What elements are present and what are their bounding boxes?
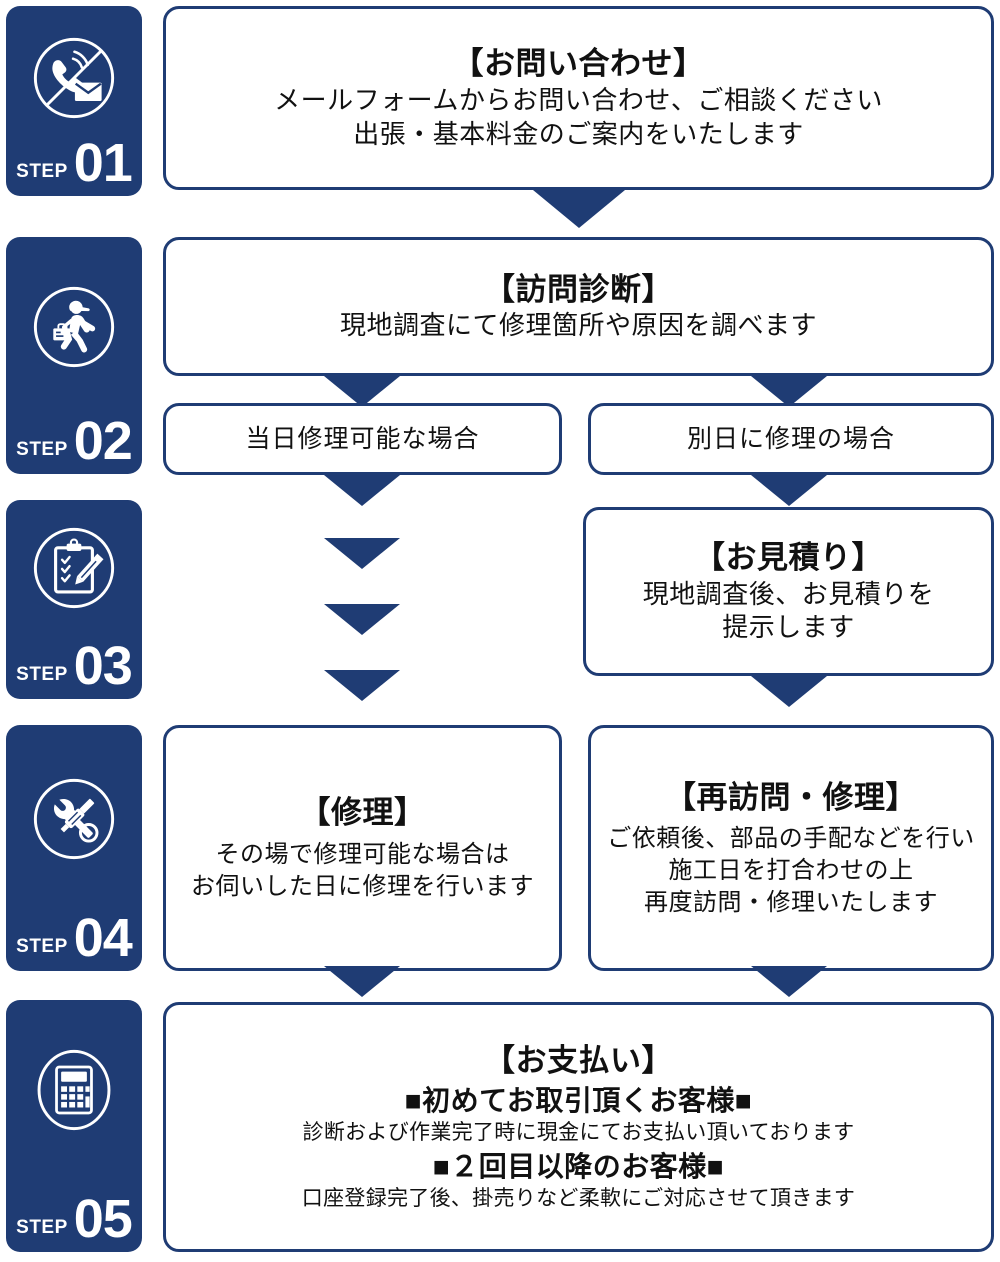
arrow-step01-to-step02 [533, 190, 625, 228]
arrow-left-column-2 [324, 604, 400, 635]
step-02-line-1: 現地調査にて修理箇所や原因を調べます [339, 310, 817, 341]
step-number: 01 [73, 133, 133, 193]
step-badge-05: STEP 05 [6, 1000, 142, 1252]
step-04-repair-line-2: お伺いした日に修理を行います [191, 872, 534, 900]
step-02-content-box: 【訪問診断】 現地調査にて修理箇所や原因を調べます [163, 237, 994, 376]
calculator-icon [28, 1044, 120, 1136]
step-01-line-1: メールフォームからお問い合わせ、ご相談ください [274, 85, 883, 116]
step-04-repair-box: 【修理】 その場で修理可能な場合は お伺いした日に修理を行います [163, 725, 562, 971]
step-03-line-1: 現地調査後、お見積りを [642, 578, 935, 609]
step-04-revisit-line-1: ご依頼後、部品の手配などを行い [607, 825, 975, 853]
step-05-section-1-heading: ■初めてお取引頂くお客様■ [404, 1084, 753, 1116]
step-number: 05 [73, 1189, 133, 1249]
step-badge-caption: STEP 05 [6, 1192, 142, 1246]
wrench-screwdriver-icon [28, 773, 120, 865]
step-05-section-1-body: 診断および作業完了時に現金にてお支払い頂いております [302, 1121, 855, 1145]
step-number: 02 [73, 411, 133, 471]
step-03-title: 【お見積り】 [694, 539, 883, 575]
arrow-step02-to-branch-right [751, 376, 827, 407]
step-badge-caption: STEP 03 [6, 639, 142, 693]
step-number: 03 [73, 636, 133, 696]
step-05-section-2-body: 口座登録完了後、掛売りなど柔軟にご対応させて頂きます [301, 1187, 856, 1211]
arrow-step02-to-branch-left [324, 376, 400, 407]
branch-box-same-day: 当日修理可能な場合 [163, 403, 562, 475]
walking-worker-icon [28, 281, 120, 373]
branch-label-same-day: 当日修理可能な場合 [245, 425, 480, 453]
step-badge-caption: STEP 04 [6, 911, 142, 965]
step-01-content-box: 【お問い合わせ】 メールフォームからお問い合わせ、ご相談ください 出張・基本料金… [163, 6, 994, 190]
step-04-revisit-title: 【再訪問・修理】 [665, 779, 917, 815]
step-05-section-2-heading: ■２回目以降のお客様■ [432, 1150, 725, 1182]
arrow-step04-left-to-step05 [324, 966, 400, 997]
arrow-step04-right-to-step05 [751, 966, 827, 997]
step-label: STEP [16, 664, 68, 685]
step-04-repair-line-1: その場で修理可能な場合は [215, 841, 510, 869]
arrow-branch-right-to-estimate [751, 475, 827, 506]
step-badge-03: STEP 03 [6, 500, 142, 699]
step-05-payment-box: 【お支払い】 ■初めてお取引頂くお客様■ 診断および作業完了時に現金にてお支払い… [163, 1002, 994, 1252]
branch-box-other-day: 別日に修理の場合 [588, 403, 994, 475]
step-number: 04 [73, 908, 133, 968]
step-05-title: 【お支払い】 [484, 1043, 673, 1079]
step-badge-02: STEP 02 [6, 237, 142, 474]
step-02-title: 【訪問診断】 [484, 271, 673, 307]
step-04-revisit-box: 【再訪問・修理】 ご依頼後、部品の手配などを行い 施工日を打合わせの上 再度訪問… [588, 725, 994, 971]
step-01-line-2: 出張・基本料金のご案内をいたします [353, 118, 804, 149]
clipboard-pencil-icon [28, 522, 120, 614]
phone-mail-icon [28, 32, 120, 124]
step-badge-01: STEP 01 [6, 6, 142, 196]
step-label: STEP [16, 936, 68, 957]
arrow-step03-to-step04 [751, 676, 827, 707]
step-04-revisit-line-3: 再度訪問・修理いたします [644, 888, 938, 916]
step-03-line-2: 提示します [722, 612, 855, 643]
step-04-revisit-line-2: 施工日を打合わせの上 [668, 857, 914, 884]
step-badge-caption: STEP 02 [6, 414, 142, 468]
branch-label-other-day: 別日に修理の場合 [686, 425, 895, 453]
step-label: STEP [16, 439, 68, 460]
arrow-branch-left-down-1 [324, 475, 400, 506]
step-03-content-box: 【お見積り】 現地調査後、お見積りを 提示します [583, 507, 994, 676]
step-01-title: 【お問い合わせ】 [452, 46, 705, 82]
step-label: STEP [16, 1217, 68, 1238]
step-badge-caption: STEP 01 [6, 136, 142, 190]
step-label: STEP [16, 161, 68, 182]
arrow-left-column-1 [324, 538, 400, 569]
step-04-repair-title: 【修理】 [299, 795, 426, 831]
arrow-left-column-3 [324, 670, 400, 701]
step-badge-04: STEP 04 [6, 725, 142, 971]
